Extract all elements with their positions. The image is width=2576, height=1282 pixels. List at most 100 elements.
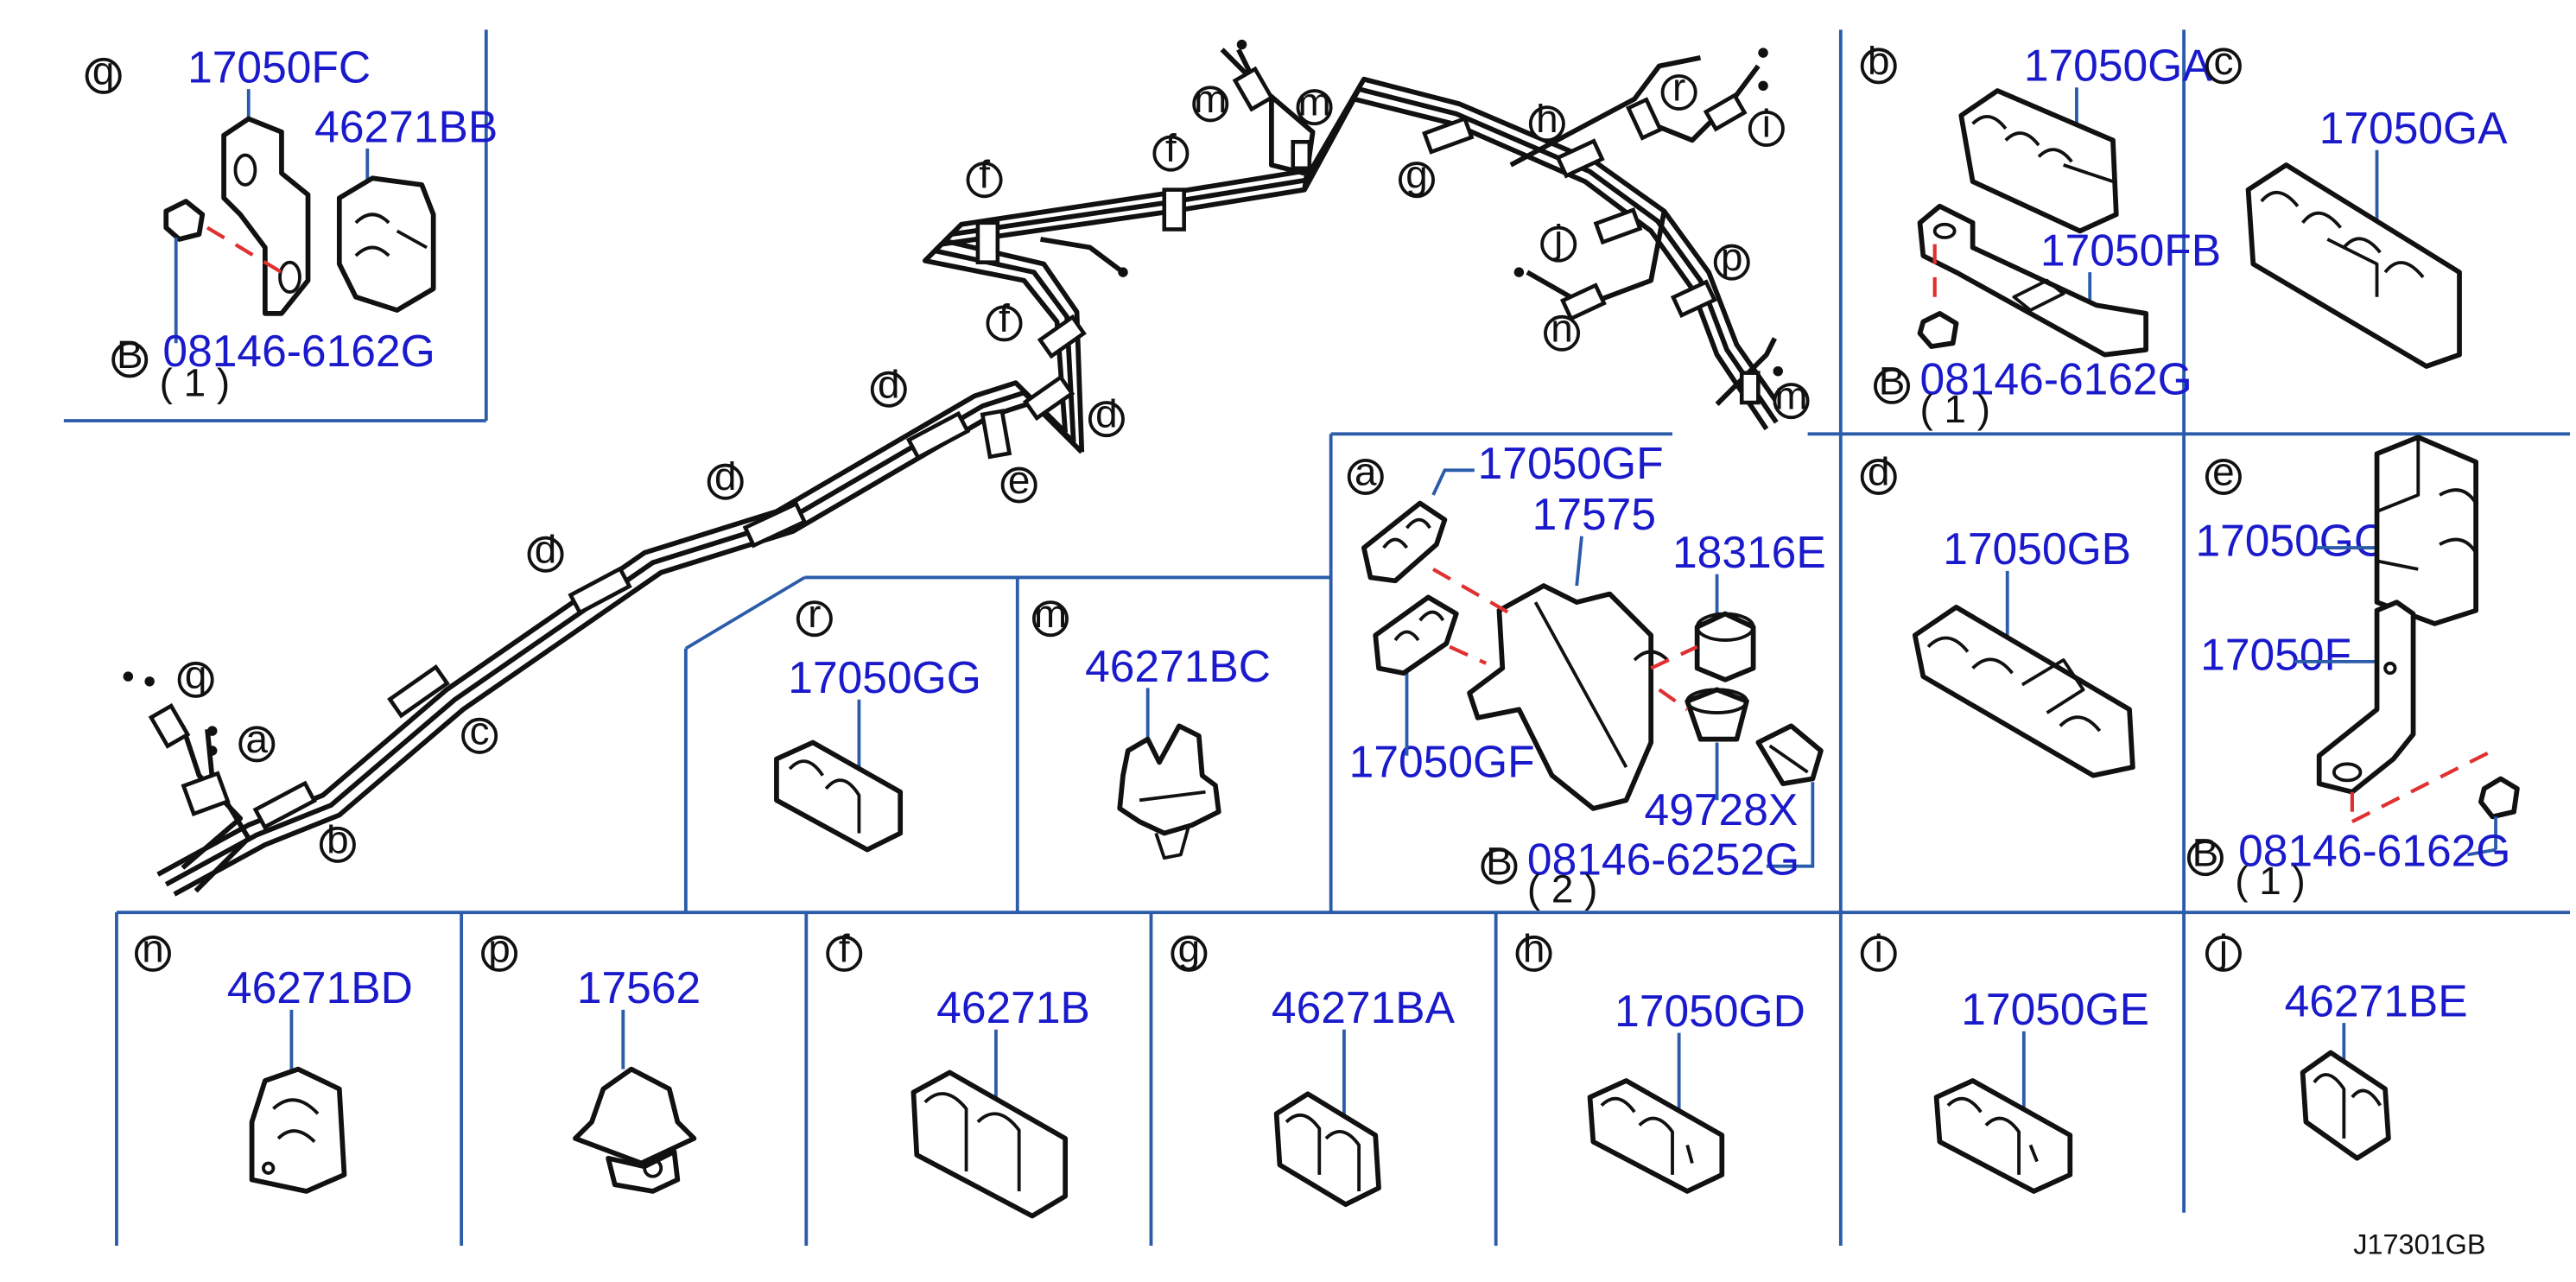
panel-d-part-1: 17050GB: [1943, 524, 2131, 574]
clamp-17050GA: [1958, 88, 2119, 234]
panel-b-part-2: 17050FB: [2040, 225, 2221, 275]
svg-text:j: j: [2218, 926, 2228, 970]
callout-i: i: [1748, 102, 1785, 147]
callout-m1: m: [1192, 77, 1229, 123]
panel-g-part-1: 46271BA: [1272, 982, 1456, 1032]
svg-text:a: a: [1355, 450, 1377, 494]
panel-b: b 17050GA 17050FB B 08146-6162G ( 1 ): [1860, 39, 2221, 431]
bracket-17575: [1467, 583, 1654, 811]
svg-text:j: j: [1552, 217, 1563, 261]
svg-text:d: d: [535, 527, 557, 571]
svg-text:m: m: [1194, 77, 1227, 121]
svg-text:n: n: [1551, 306, 1573, 350]
panel-grid: [63, 29, 2570, 1246]
clamp-17050GA-c: [2245, 162, 2462, 369]
panel-g: g 46271BA: [1171, 926, 1456, 1208]
callout-e: e: [1000, 458, 1037, 504]
callout-f3: f: [986, 296, 1023, 342]
clip-17050GG: [774, 739, 904, 853]
callout-r: r: [1660, 66, 1697, 111]
svg-text:p: p: [488, 926, 511, 970]
bracket-17050FC: [221, 116, 311, 316]
callout-f2: f: [1152, 126, 1190, 172]
panel-a-part-3: 18316E: [1672, 527, 1826, 577]
panel-a-part-1: 17050GF: [1478, 438, 1664, 488]
panel-b-bolt-pn: 08146-6162G: [1919, 353, 2192, 403]
svg-text:g: g: [1178, 926, 1201, 970]
panel-e-part-1: 17050GC: [2195, 516, 2386, 566]
panel-j: j 46271BE: [2205, 926, 2468, 1161]
panel-e: e 17050GC 17050F B 08146-6162G ( 1 ): [2186, 435, 2520, 903]
panel-q: q 17050FC 46271BB B 08146-6162G ( 1 ): [85, 41, 498, 404]
panel-e-part-2: 17050F: [2200, 629, 2351, 679]
panel-p: p 17562: [481, 926, 701, 1194]
callout-c: c: [461, 708, 498, 754]
panel-c: c 17050GA: [2205, 39, 2508, 369]
svg-text:d: d: [1868, 450, 1890, 494]
panel-f: f 46271B: [826, 926, 1090, 1219]
callout-n: n: [1544, 306, 1581, 352]
panel-m-part-1: 46271BC: [1085, 641, 1271, 691]
panel-a-part-4: 17050GF: [1349, 737, 1535, 787]
callout-q: q: [177, 652, 214, 698]
panel-r-part-1: 17050GG: [788, 652, 981, 702]
svg-text:r: r: [808, 592, 821, 636]
svg-text:f: f: [999, 296, 1010, 340]
panel-a-part-5: 49728X: [1645, 784, 1799, 835]
callout-d4: d: [527, 527, 564, 573]
svg-text:B: B: [2192, 831, 2219, 875]
callout-a: a: [238, 717, 276, 763]
panel-i-part-1: 17050GE: [1961, 984, 2149, 1034]
svg-text:p: p: [1721, 235, 1743, 279]
svg-text:n: n: [142, 926, 164, 970]
panel-d: d 17050GB: [1860, 450, 2135, 778]
panel-a: a 17050GF 17575 18316E 17050GF 49728X B …: [1347, 438, 1826, 911]
callout-d1: d: [870, 362, 907, 408]
clip-17050GF-upper: [1361, 500, 1448, 584]
svg-text:f: f: [839, 926, 850, 970]
svg-text:c: c: [470, 708, 490, 752]
panel-m: m 46271BC: [1031, 592, 1271, 860]
clip-46271BB: [336, 175, 436, 313]
panel-j-part-1: 46271BE: [2285, 976, 2468, 1026]
svg-text:d: d: [1095, 392, 1118, 436]
callout-g: g: [1398, 153, 1435, 199]
clamp-17050GB: [1912, 604, 2135, 778]
svg-text:m: m: [1034, 592, 1067, 636]
panel-a-bolt-qty: ( 2 ): [1527, 867, 1597, 911]
bolt-icon: [1755, 723, 1824, 787]
svg-text:d: d: [714, 454, 737, 498]
callout-h: h: [1528, 97, 1565, 143]
panel-q-bolt-qty: ( 1 ): [160, 360, 230, 404]
brake-pipe-assembly: [123, 39, 1789, 897]
callout-f1: f: [966, 153, 1003, 199]
panel-a-bolt-pn: 08146-6252G: [1527, 834, 1799, 884]
panel-r: r 17050GG: [774, 592, 981, 853]
panel-q-bolt-prefix: B: [117, 333, 143, 377]
svg-text:m: m: [1298, 80, 1330, 124]
bolt-icon: [1917, 311, 1959, 349]
panel-q-letter: q: [92, 48, 114, 92]
callout-d2: d: [1088, 392, 1125, 438]
panel-b-part-1: 17050GA: [2024, 41, 2212, 91]
svg-text:m: m: [1774, 374, 1807, 418]
callout-j: j: [1540, 217, 1577, 263]
panel-p-part-1: 17562: [577, 962, 701, 1012]
bracket-17050FB: [1917, 203, 2149, 358]
svg-text:q: q: [185, 652, 207, 696]
panel-a-part-2: 17575: [1532, 489, 1656, 539]
diagram-code: J17301GB: [2353, 1229, 2485, 1260]
svg-text:f: f: [979, 153, 990, 197]
clamp-17050GC: [2374, 435, 2479, 626]
panel-h-part-1: 17050GD: [1615, 986, 1805, 1036]
svg-text:a: a: [246, 717, 269, 761]
main-callouts: m m f f f d d d d e g h r i j n p m q a …: [177, 66, 1810, 863]
panel-n-part-1: 46271BD: [227, 962, 413, 1012]
svg-text:f: f: [1165, 126, 1177, 170]
svg-text:i: i: [1762, 102, 1771, 146]
clip-46271BA: [1273, 1091, 1381, 1208]
callout-p: p: [1713, 235, 1750, 281]
panel-h: h 17050GD: [1515, 926, 1805, 1194]
panel-c-part-1: 17050GA: [2319, 103, 2508, 153]
